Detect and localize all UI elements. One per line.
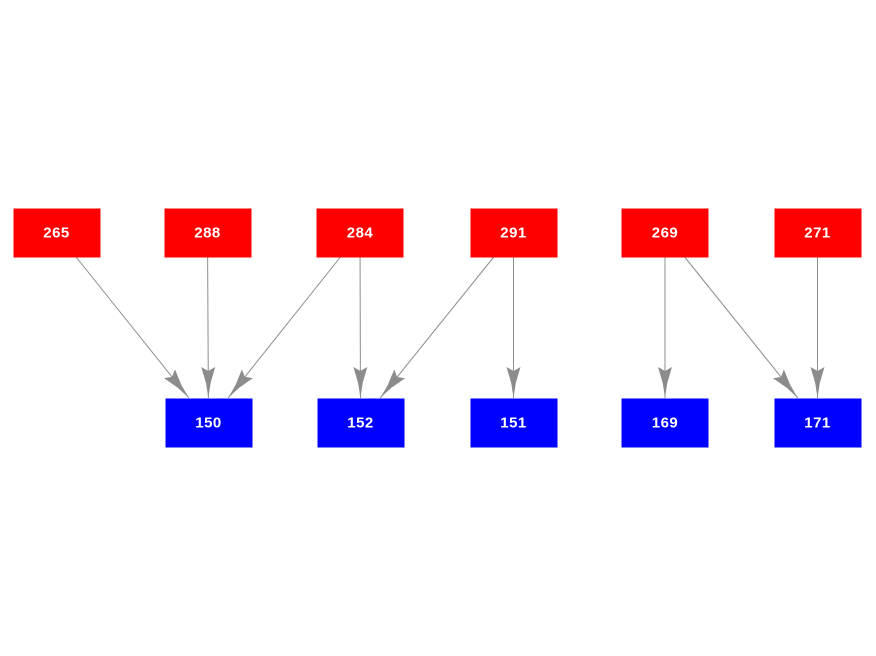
node-label: 284	[346, 224, 374, 241]
edge-group	[75, 256, 825, 399]
node-label: 271	[804, 224, 831, 241]
node-label: 171	[804, 414, 831, 431]
node-label: 152	[347, 414, 374, 431]
node-151: 151	[470, 398, 557, 447]
edge-269-171	[684, 256, 799, 399]
edge-265-150	[75, 256, 190, 399]
edge-288-150	[201, 256, 216, 399]
node-171: 171	[774, 398, 861, 447]
node-265: 265	[13, 208, 100, 257]
node-label: 169	[651, 414, 679, 431]
node-label: 265	[43, 224, 70, 241]
node-label: 291	[500, 224, 527, 241]
node-152: 152	[317, 398, 404, 447]
node-label: 151	[500, 414, 527, 431]
node-284: 284	[316, 208, 404, 257]
node-269: 269	[621, 208, 709, 257]
node-169: 169	[621, 398, 709, 447]
node-label: 288	[194, 224, 221, 241]
node-288: 288	[164, 208, 251, 257]
edge-291-152	[379, 256, 495, 399]
node-150: 150	[165, 398, 252, 447]
node-label: 150	[195, 414, 222, 431]
node-291: 291	[470, 208, 557, 257]
edge-284-150	[227, 256, 341, 399]
node-271: 271	[774, 208, 861, 257]
node-label: 269	[651, 224, 679, 241]
